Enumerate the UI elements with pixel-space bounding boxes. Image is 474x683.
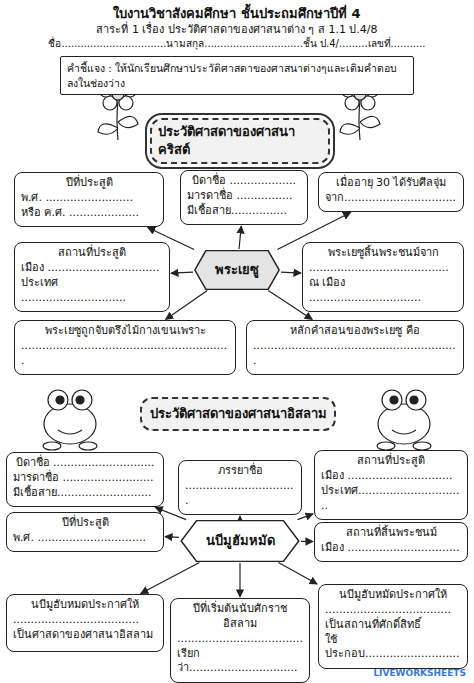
box-text: ประวัติศาสดาของศาสนาคริสต์ bbox=[158, 123, 322, 158]
box-heading: สถานที่ประสูติ bbox=[21, 246, 163, 261]
arrow-connector bbox=[281, 272, 301, 274]
answer-box: พระเยซูสิ้นพระชนม์จาก...................… bbox=[302, 242, 464, 312]
arrow-connector bbox=[165, 536, 179, 538]
box-text: ........................................… bbox=[253, 339, 457, 369]
instruction-box: คำชี้แจง : ให้นักเรียนศึกษาประวัติศาสดาข… bbox=[60, 56, 414, 95]
section-band: ประวัติศาสดาของศาสนาคริสต์ bbox=[150, 118, 330, 164]
box-heading: ปีที่ประสูติ bbox=[13, 516, 157, 531]
arrow-connector bbox=[301, 541, 313, 542]
box-text: นบีมูฮัมหมัด bbox=[206, 532, 275, 550]
arrow-connector bbox=[278, 562, 317, 584]
box-text: เป็นสถานที่ศักดิ์สิทธิ์ bbox=[325, 618, 461, 633]
box-text: ประเทศ............................... bbox=[321, 484, 461, 514]
box-text: ประเทศ .............................. bbox=[21, 276, 163, 306]
center-hexagon: พระเยซู bbox=[194, 250, 280, 290]
answer-box: สถานที่ประสูติเมือง ....................… bbox=[14, 242, 170, 312]
box-text: พ.ศ. ............................... bbox=[13, 531, 157, 546]
box-text: ........................................ bbox=[309, 261, 457, 276]
arrow-connector bbox=[171, 272, 193, 273]
box-text: มารดาชื่อ .......................... bbox=[13, 471, 157, 486]
box-text: .................................... bbox=[13, 613, 157, 628]
box-text: เมือง ................................ bbox=[321, 541, 461, 556]
box-heading: บิดาชื่อ ............................. bbox=[13, 456, 157, 471]
box-text: พระเยซู bbox=[215, 261, 259, 279]
box-text: มีเชื้อสาย................ bbox=[187, 204, 301, 219]
box-heading: สถานที่สิ้นพระชนม์ bbox=[321, 526, 461, 541]
answer-box: นบีมูฮับหมัดประกาศให้...................… bbox=[318, 584, 468, 669]
frog-left bbox=[43, 390, 97, 450]
answer-box: ปีที่ประสูติพ.ศ. .......................… bbox=[6, 512, 164, 552]
answer-box: ปีที่เริ่มต้นนับศักราชอิสลาม............… bbox=[170, 598, 310, 683]
section-band: ประวัติศาสดาของศาสนาอิสลาม bbox=[140, 397, 336, 431]
box-heading: สถานที่ประสูติ bbox=[321, 454, 461, 469]
answer-box: เมื่ออายุ 30 ได้รับศีลจุ่มจาก...........… bbox=[318, 172, 464, 212]
answer-box: สถานที่ประสูติเมือง ....................… bbox=[314, 450, 468, 520]
box-heading: หลักคำสอนของพระเยซู คือ bbox=[253, 324, 457, 339]
box-text: เมือง .............................. bbox=[321, 469, 461, 484]
answer-box: บิดาชื่อ ...................มารดาชื่อ ..… bbox=[180, 170, 308, 225]
box-heading: บิดาชื่อ ................... bbox=[187, 174, 301, 189]
arrow-connector bbox=[239, 226, 241, 249]
box-text: .................................... bbox=[177, 632, 303, 647]
hexagon-shape bbox=[195, 250, 279, 289]
answer-box: ภรรยาชื่อ...............................… bbox=[178, 460, 302, 515]
box-heading: ปีที่เริ่มต้นนับศักราชอิสลาม bbox=[177, 602, 303, 632]
box-text: เมือง ................................ bbox=[21, 261, 163, 276]
box-heading: นบีมูฮับหมดประกาศให้ bbox=[13, 598, 157, 613]
subtitle: สาระที่ 1 เรื่อง ประวัติศาสดาของศาสนาต่า… bbox=[96, 20, 377, 38]
arrow-connector bbox=[239, 516, 240, 519]
answer-box: พระเยซูถูกจับตรึงไม้กางเขนเพราะ.........… bbox=[14, 320, 236, 375]
box-heading: ปีที่ประสูติ bbox=[21, 176, 157, 191]
box-text: ........................................… bbox=[21, 339, 229, 369]
box-heading: ภรรยาชื่อ bbox=[185, 464, 295, 479]
box-heading: พระเยซูถูกจับตรึงไม้กางเขนเพราะ bbox=[21, 324, 229, 339]
box-text: จาก................................ bbox=[325, 191, 457, 206]
answer-box: หลักคำสอนของพระเยซู คือ.................… bbox=[246, 320, 464, 375]
box-text: ใช้ประกอบ........................... bbox=[325, 633, 461, 663]
answer-box: นบีมูฮับหมดประกาศให้....................… bbox=[6, 594, 164, 652]
hexagon-shape bbox=[181, 520, 299, 561]
arrow-connector bbox=[298, 514, 313, 520]
box-text: ณ เมือง ................................ bbox=[309, 276, 457, 306]
arrow-connector bbox=[166, 291, 208, 320]
answer-box: ปีที่ประสูติพ.ศ. .......................… bbox=[14, 172, 164, 227]
arrow-connector bbox=[239, 563, 240, 597]
box-text: เป็นศาสดาของศาสนาอิสลาม bbox=[13, 628, 157, 643]
arrow-connector bbox=[141, 562, 200, 593]
box-heading: นบีมูฮับหมัดประกาศให้ bbox=[325, 588, 461, 603]
box-text: มารดาชื่อ ................ bbox=[187, 189, 301, 204]
box-text: มีเชื้อสาย........................... bbox=[13, 486, 157, 501]
box-text: ................................ bbox=[185, 479, 295, 509]
box-text: .................................... bbox=[325, 603, 461, 618]
watermark: LIVEWORKSHEETS bbox=[373, 668, 466, 678]
name-line: ชื่อ.................................นาม… bbox=[48, 36, 425, 51]
box-heading: พระเยซูสิ้นพระชนม์จาก bbox=[309, 246, 457, 261]
answer-box: สถานที่สิ้นพระชนม์เมือง ................… bbox=[314, 522, 468, 562]
frog-right bbox=[377, 390, 431, 450]
title: ใบงานวิชาสังคมศึกษา ชั้นประถมศึกษาปีที่ … bbox=[0, 3, 474, 24]
answer-box: บิดาชื่อ .............................มา… bbox=[6, 452, 164, 507]
box-text: ประวัติศาสดาของศาสนาอิสลาม bbox=[150, 405, 327, 423]
box-heading: เมื่ออายุ 30 ได้รับศีลจุ่ม bbox=[325, 176, 457, 191]
center-hexagon: นบีมูฮัมหมัด bbox=[180, 520, 300, 562]
box-text: หรือ ค.ศ. .................... bbox=[21, 206, 157, 221]
box-text: คำชี้แจง : ให้นักเรียนศึกษาประวัติศาสดาข… bbox=[67, 61, 407, 89]
box-text: พ.ศ. ......................... bbox=[21, 191, 157, 206]
box-text: เรียกว่า............................... bbox=[177, 647, 303, 677]
